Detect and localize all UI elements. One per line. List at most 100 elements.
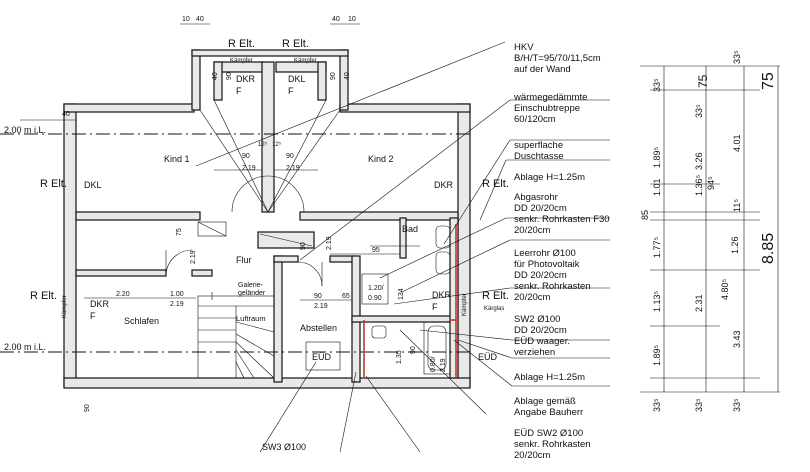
rdim-col3: 4.80⁵ xyxy=(720,278,730,300)
dim-134: 134 xyxy=(398,288,405,300)
dim-100: 1.00 xyxy=(170,291,184,298)
f-label: F xyxy=(432,302,438,312)
dim-12: 12⁵ xyxy=(258,142,268,148)
dim-090: 0.90 xyxy=(368,295,382,302)
dim-40: 40 xyxy=(332,16,340,23)
rdim-col2: 33⁵ xyxy=(694,398,704,412)
dim-120: 1.20/ xyxy=(368,285,384,292)
room-luftraum: Luftraum xyxy=(236,314,266,323)
relt-label: R Elt. xyxy=(40,178,67,190)
kaempfer-label: Kämpfer xyxy=(294,58,317,64)
rdim-col3: 4.01 xyxy=(732,134,742,152)
rdim-col1: 33⁵ xyxy=(652,78,662,92)
rdim-col2: 3.26 xyxy=(694,152,704,170)
level-label-top: 2.00 m i.L. xyxy=(4,125,47,135)
dim-12: 12⁵ xyxy=(272,142,282,148)
dim-40: 40 xyxy=(344,72,351,80)
f-label: F xyxy=(90,311,96,321)
f-label: F xyxy=(236,86,242,96)
rdim-col1: 1.89⁵ xyxy=(652,344,662,366)
dim-219: 2.19 xyxy=(286,165,300,172)
rdim-col2: 2.31 xyxy=(694,294,704,312)
dim-219: 2.19 xyxy=(314,303,328,310)
dim-219: 2.19 xyxy=(170,301,184,308)
relt-label: R Elt. xyxy=(482,290,509,302)
room-schlafen: Schlafen xyxy=(124,316,160,326)
dkl-label: DKL xyxy=(288,74,306,84)
rdim-col1: 33⁵ xyxy=(652,398,662,412)
rdim-col3: 33⁵ xyxy=(732,50,742,64)
dim-75: 75 xyxy=(176,228,183,236)
dim-219: 2.19 xyxy=(440,358,447,372)
dim-95: 95 xyxy=(372,247,380,254)
rdim-col1: 1.13⁵ xyxy=(652,290,662,312)
kaerglas-label: Kärglas xyxy=(484,306,505,312)
leader-lines xyxy=(195,41,610,452)
dim-40: 40 xyxy=(212,72,219,80)
rdim-col1: 1.89⁵ xyxy=(652,146,662,168)
dkr-label: DKR xyxy=(432,290,452,300)
relt-label: R Elt. xyxy=(282,38,309,50)
dkr-label: DKR xyxy=(90,299,110,309)
rdim-col1: 1.77⁵ xyxy=(652,236,662,258)
room-kind2: Kind 2 xyxy=(368,154,394,164)
galerie-label: Galerie- geländer xyxy=(238,282,266,297)
sw3-label: SW3 Ø100 xyxy=(262,442,307,452)
dim-90: 90 xyxy=(300,242,307,250)
dim-90: 90 xyxy=(226,72,233,80)
rdim-col3: 3.43 xyxy=(732,330,742,348)
rdim-col2: 75 xyxy=(696,74,710,88)
dim-40: 40 xyxy=(196,16,204,23)
annotation-ablage-2: Ablage H=1.25m xyxy=(514,372,586,383)
relt-label: R Elt. xyxy=(30,290,57,302)
rdim-col3: 1.26 xyxy=(730,236,740,254)
relt-label: R Elt. xyxy=(482,178,509,190)
rdim-col4: 75 xyxy=(760,72,777,90)
rdim-col1: 1.01 xyxy=(652,178,662,196)
room-abstellen: Abstellen xyxy=(300,323,338,333)
dim-90: 90 xyxy=(314,293,322,300)
dim-219: 2.19 xyxy=(242,165,256,172)
dim-40: 40 xyxy=(62,111,70,118)
dim-90: 90 xyxy=(242,153,250,160)
room-kind1: Kind 1 xyxy=(164,154,190,164)
f-label: F xyxy=(288,86,294,96)
stair xyxy=(197,292,275,379)
eud-label: EÜD xyxy=(312,352,332,362)
dim-10: 10 xyxy=(182,16,190,23)
kaempfer-label: Kämpfer xyxy=(230,58,253,64)
kaempfer-side-label: Kämpfer xyxy=(462,293,468,316)
level-label-bottom: 2.00 m i.L. xyxy=(4,342,47,352)
dim-10: 10 xyxy=(348,16,356,23)
rdim-col2: 33⁵ xyxy=(694,104,704,118)
dim-080: 0.80/ xyxy=(430,356,437,372)
room-flur: Flur xyxy=(236,255,252,265)
dim-90: 90 xyxy=(330,72,337,80)
rdim-col3: 33⁵ xyxy=(732,398,742,412)
rdim-col2: 1.36⁵ xyxy=(694,174,704,196)
dkl-label: DKL xyxy=(84,180,102,190)
rdim-col2: 94⁵ xyxy=(706,176,716,190)
dim-90: 90 xyxy=(84,404,91,412)
dim-90: 90 xyxy=(286,153,294,160)
annotation-ablage-1: Ablage H=1.25m xyxy=(514,172,586,183)
dkr-label: DKR xyxy=(434,180,454,190)
dimension-lines xyxy=(20,23,400,301)
dim-219: 2.19 xyxy=(326,236,333,250)
dim-219: 2.19 xyxy=(190,250,197,264)
kaempfer-side-label: Kämpfer xyxy=(62,295,68,318)
rdim-col3: 11⁵ xyxy=(732,198,742,212)
relt-label: R Elt. xyxy=(228,38,255,50)
right-dimension-chain xyxy=(640,65,780,393)
eud-label: EÜD xyxy=(478,352,498,362)
dkr-label: DKR xyxy=(236,74,256,84)
interior-walls xyxy=(75,211,459,383)
rdim-col1: 85 xyxy=(640,209,650,220)
